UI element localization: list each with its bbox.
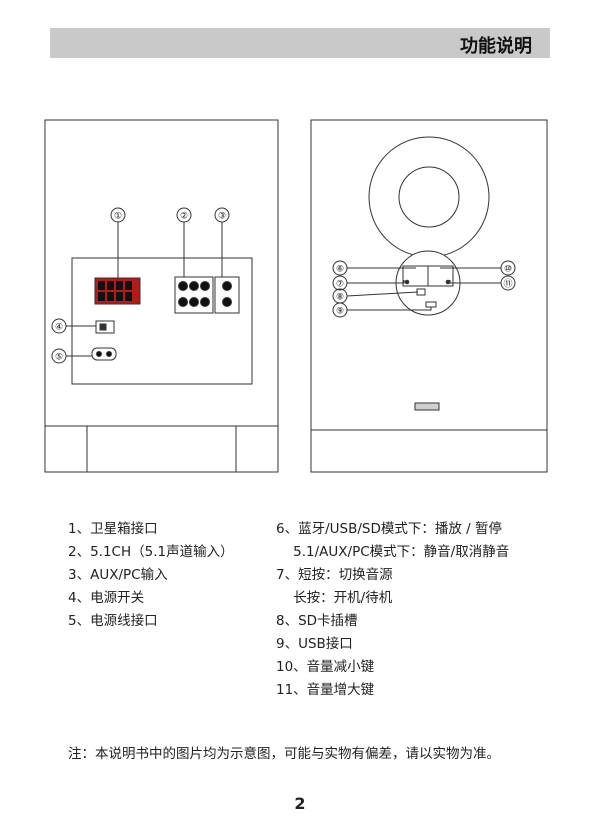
callout-1: ① bbox=[114, 212, 122, 222]
power-socket-shape bbox=[91, 347, 117, 361]
legend-right-column: 6、蓝牙/USB/SD模式下：播放 / 暂停 5.1/AUX/PC模式下：静音/… bbox=[276, 518, 509, 702]
callout-11: ⑪ bbox=[503, 279, 512, 290]
section-header-bar: 功能说明 bbox=[50, 28, 550, 58]
callout-6: ⑥ bbox=[336, 265, 344, 275]
callout-2: ② bbox=[180, 212, 188, 222]
legend-item-4: 4、电源开关 bbox=[68, 590, 145, 606]
callout-9: ⑨ bbox=[336, 307, 344, 317]
legend-item-6: 6、蓝牙/USB/SD模式下：播放 / 暂停 bbox=[276, 521, 502, 537]
speaker-diagrams: ① ② ③ ④ ⑤ ⑥ ⑦ bbox=[44, 119, 548, 473]
disclaimer-note: 注：本说明书中的图片均为示意图，可能与实物有偏差，请以实物为准。 bbox=[68, 746, 500, 762]
section-title: 功能说明 bbox=[460, 36, 532, 57]
speaker-back-view bbox=[44, 119, 279, 473]
power-switch-shape bbox=[95, 320, 115, 334]
callout-8: ⑧ bbox=[336, 293, 344, 303]
legend-item-8: 8、SD卡插槽 bbox=[276, 613, 358, 629]
back-cabinet-outline bbox=[44, 119, 279, 473]
front-cabinet-outline bbox=[310, 119, 548, 473]
legend-item-11: 11、音量增大键 bbox=[276, 682, 375, 698]
rca-aux-block bbox=[214, 276, 240, 314]
legend-item-6-sub: 5.1/AUX/PC模式下：静音/取消静音 bbox=[276, 544, 510, 560]
speaker-front-view bbox=[310, 119, 548, 473]
legend-item-7: 7、短按：切换音源 bbox=[276, 567, 393, 583]
woofer-outer bbox=[368, 136, 490, 258]
callout-10: ⑩ bbox=[504, 265, 512, 275]
legend-item-5: 5、电源线接口 bbox=[68, 613, 158, 629]
callout-7: ⑦ bbox=[336, 280, 344, 290]
rear-panel bbox=[71, 257, 253, 385]
brand-logo-plate bbox=[414, 402, 440, 411]
callout-4: ④ bbox=[55, 323, 63, 333]
rca-51ch-block bbox=[174, 276, 214, 314]
callout-5: ⑤ bbox=[55, 353, 63, 363]
legend-item-1: 1、卫星箱接口 bbox=[68, 521, 158, 537]
legend-item-2: 2、5.1CH（5.1声道输入） bbox=[68, 544, 234, 560]
callout-3: ③ bbox=[218, 212, 226, 222]
legend-left-column: 1、卫星箱接口 2、5.1CH（5.1声道输入） 3、AUX/PC输入 4、电源… bbox=[68, 518, 234, 633]
legend-item-9: 9、USB接口 bbox=[276, 636, 353, 652]
legend-item-7-sub: 长按：开机/待机 bbox=[276, 590, 393, 606]
legend-item-10: 10、音量减小键 bbox=[276, 659, 375, 675]
woofer-cone bbox=[398, 166, 460, 228]
satellite-terminals bbox=[94, 277, 141, 305]
page-number: 2 bbox=[294, 794, 306, 813]
legend-item-3: 3、AUX/PC输入 bbox=[68, 567, 168, 583]
